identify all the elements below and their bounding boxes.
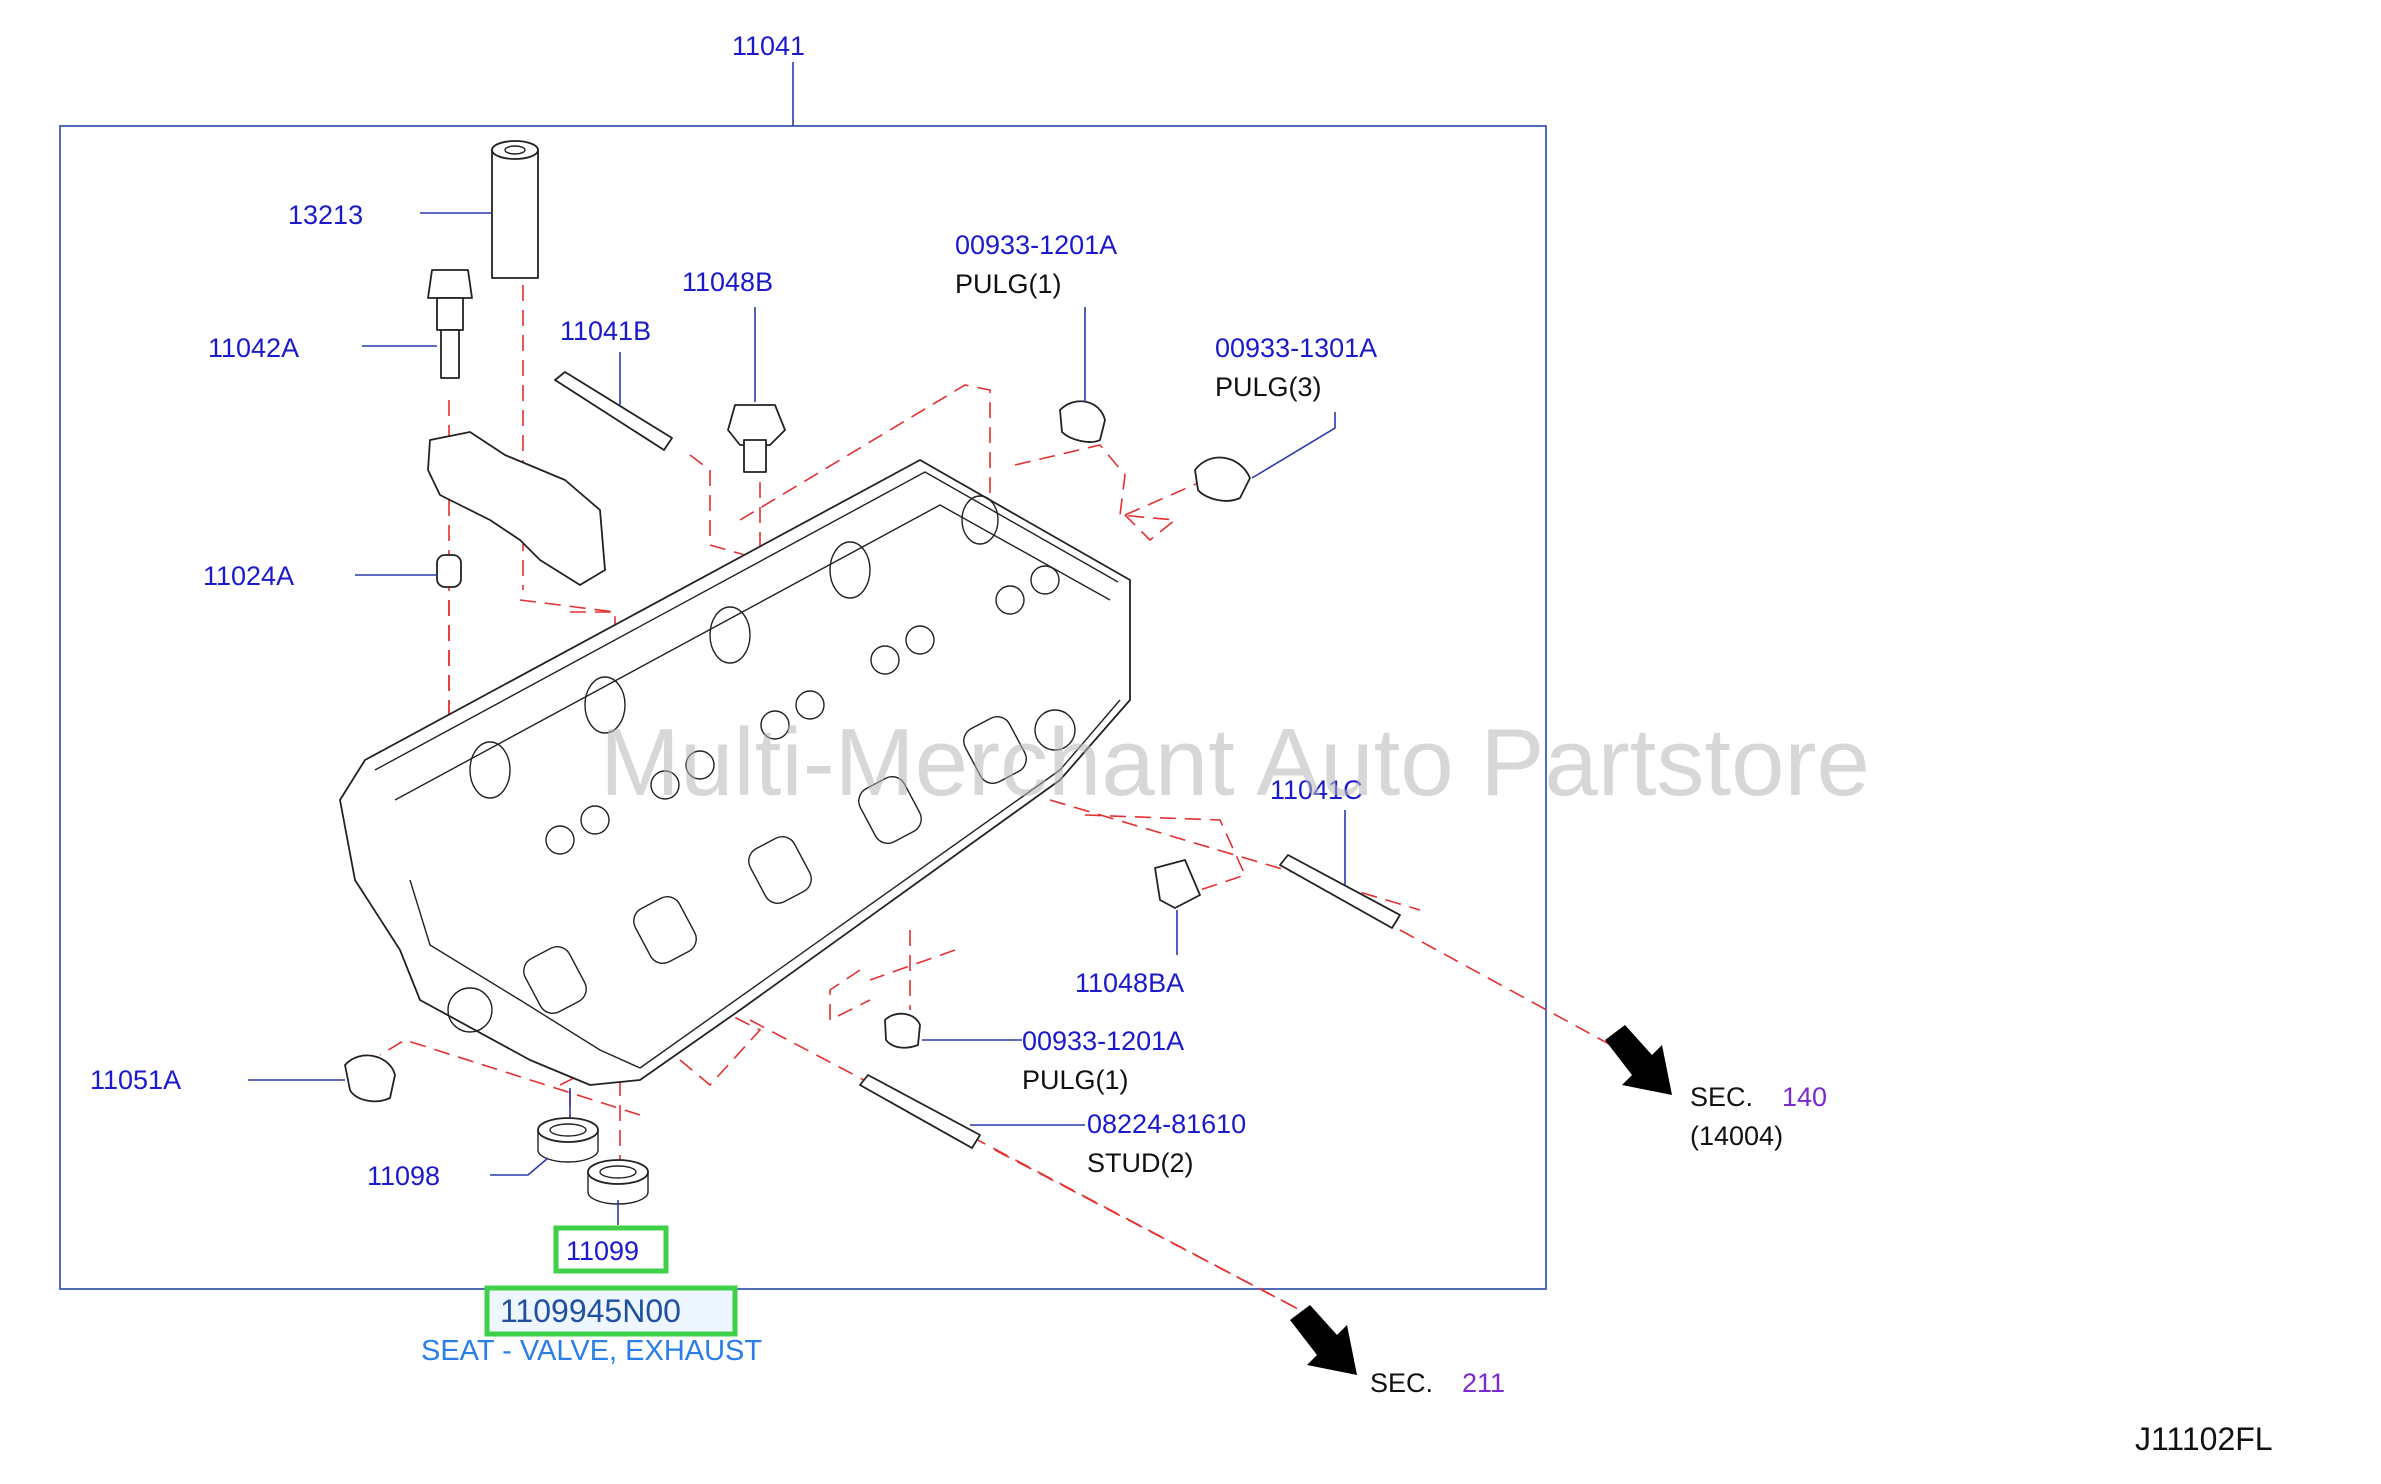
section-ref-140-sub: (14004) [1690,1121,1783,1151]
callout-11048ba[interactable]: 11048BA [1075,968,1184,998]
callout-00933-1301a[interactable]: 00933-1301A [1215,333,1377,363]
watermark: Multi-Merchant Auto Partstore [600,709,1870,816]
section-ref-211[interactable]: SEC. 211 [1290,1305,1505,1398]
camshaft-bracket [427,431,606,586]
part-08224-81610-stud [859,1074,981,1149]
part-00933-1201a-top-plug [1059,400,1106,443]
callout-00933-1201a-bottom-note: PULG(1) [1022,1065,1129,1095]
callout-11099-highlight [553,1225,669,1274]
part-11048b-bolt [727,404,786,473]
arrow-right-icon [1290,1305,1357,1375]
callout-11099[interactable]: 11099 [566,1236,639,1266]
section-ref-140[interactable]: SEC. 140 (14004) [1605,1025,1827,1151]
leader-lines [248,212,1346,1225]
part-11098-seat [537,1117,599,1163]
diagram-frame [59,125,1547,1290]
part-11042a-bolt [427,269,473,379]
part-11041c-stud [1279,854,1401,929]
part-13213-tube [491,140,539,279]
arrow-right-icon [1605,1025,1672,1095]
callout-11024a[interactable]: 11024A [203,561,294,591]
section-ref-211-prefix: SEC. [1370,1368,1433,1398]
selected-part-number[interactable]: 1109945N00 [500,1293,681,1329]
part-11051a-plug [344,1054,396,1103]
callout-11051a[interactable]: 11051A [90,1065,181,1095]
part-11041b-stud [554,371,673,451]
callout-00933-1201a-top-note: PULG(1) [955,269,1062,299]
part-00933-1301a-plug [1194,456,1251,502]
section-ref-211-number[interactable]: 211 [1462,1368,1505,1398]
callout-11041c[interactable]: 11041C [1270,775,1363,805]
selected-part-description: SEAT - VALVE, EXHAUST [421,1335,762,1367]
section-ref-140-number[interactable]: 140 [1782,1082,1827,1112]
section-ref-140-prefix: SEC. [1690,1082,1753,1112]
callout-11098[interactable]: 11098 [367,1161,440,1191]
callout-11048b[interactable]: 11048B [682,267,773,297]
frame-part-number[interactable]: 11041 [732,31,805,61]
part-11024a-dowel [436,554,462,588]
callout-11041b[interactable]: 11041B [560,316,651,346]
part-11048ba-plug [1154,859,1201,909]
selected-part-number-highlight [484,1285,738,1337]
callout-08224-81610-note: STUD(2) [1087,1148,1194,1178]
cylinder-head-body [339,459,1131,1086]
callout-11042a[interactable]: 11042A [208,333,299,363]
part-00933-1201a-bottom-plug [884,1012,921,1049]
callout-00933-1301a-note: PULG(3) [1215,372,1322,402]
callout-13213[interactable]: 13213 [288,200,363,230]
callout-00933-1201a-bottom[interactable]: 00933-1201A [1022,1026,1184,1056]
callout-08224-81610[interactable]: 08224-81610 [1087,1109,1246,1139]
part-11099-seat [587,1159,649,1205]
callout-00933-1201a-top[interactable]: 00933-1201A [955,230,1117,260]
drawing-code: J11102FL [2135,1421,2273,1457]
callouts: 13213 11042A 11041B 11048B 00933-1201A P… [90,200,1377,1191]
